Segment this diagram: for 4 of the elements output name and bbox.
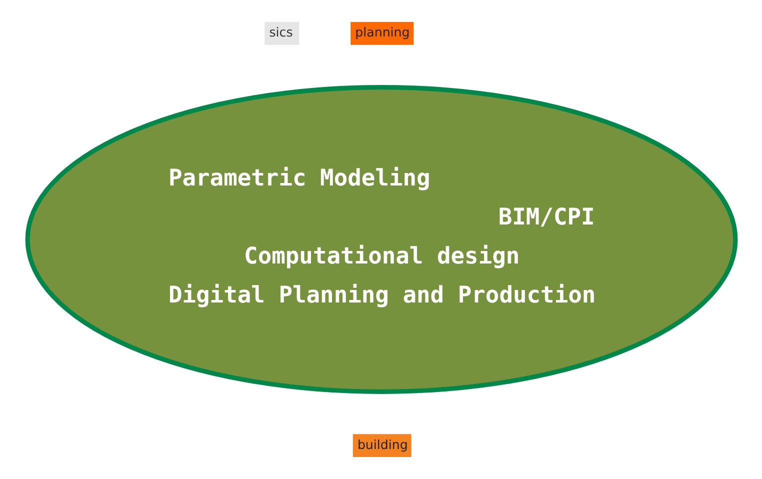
node-ellipse: Parametric Modeling BIM/CPI Computational design Digital Planning and Production [24,85,738,394]
label: sics [268,24,292,40]
label: building [356,436,408,452]
label: planning [354,24,410,40]
